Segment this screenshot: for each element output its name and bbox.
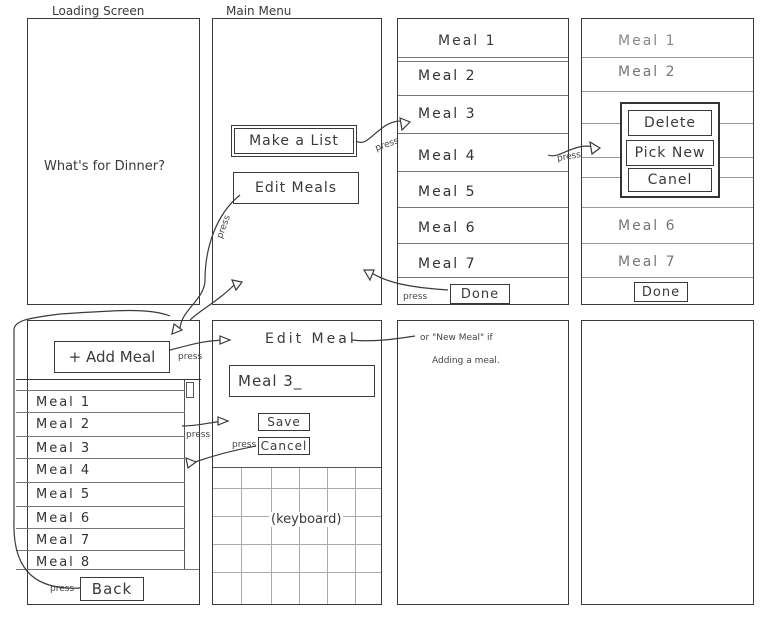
new-meal-note: or "New Meal" if <box>420 333 493 343</box>
keyboard-row-line <box>213 488 381 489</box>
done-button[interactable]: Done <box>634 282 688 302</box>
list-item[interactable]: Meal 5 <box>398 171 568 208</box>
keyboard-col-line <box>241 468 242 604</box>
press-label: press <box>232 440 257 450</box>
list-divider <box>582 91 753 92</box>
keyboard-row-line <box>213 544 381 545</box>
keyboard-row-line <box>213 572 381 573</box>
list-item[interactable]: Meal 5 <box>16 482 185 507</box>
keyboard-col-line <box>271 468 272 604</box>
list-item: Meal 1 <box>618 33 677 49</box>
options-popup: Delete Pick New Canel <box>620 102 720 198</box>
list-item: Meal 7 <box>582 243 753 278</box>
list-item[interactable]: Meal 7 <box>16 528 185 551</box>
edit-meal-screen: Edit Meal Meal 3_ Save Cancel (keyboard) <box>212 320 382 605</box>
list-item: Meal 6 <box>582 207 753 244</box>
cancel-button[interactable]: Cancel <box>258 437 310 455</box>
list-item[interactable]: Meal 1 <box>438 33 497 49</box>
press-label: press <box>403 292 428 302</box>
meal-options-screen: Meal 1 Meal 2 Meal 6 Meal 7 Delete Pick … <box>581 18 754 305</box>
list-item[interactable]: Meal 7 <box>398 243 568 278</box>
meal-scroll-list[interactable]: Meal 1 Meal 2 Meal 3 Meal 4 Meal 5 Meal … <box>16 379 201 570</box>
keyboard-col-line <box>327 468 328 604</box>
meal-list-screen: Meal 1 Meal 2 Meal 3 Meal 4 Meal 5 Meal … <box>397 18 569 305</box>
keyboard-col-line <box>299 468 300 604</box>
keyboard-label: (keyboard) <box>269 512 344 527</box>
list-divider <box>398 61 568 62</box>
edit-meals-button[interactable]: Edit Meals <box>233 172 359 204</box>
press-label: press <box>186 430 211 440</box>
save-button[interactable]: Save <box>258 413 310 431</box>
list-divider <box>582 277 753 278</box>
keyboard-col-line <box>355 468 356 604</box>
scrollbar[interactable] <box>184 380 195 570</box>
empty-screen-8 <box>581 320 754 605</box>
scrollbar-thumb[interactable] <box>186 382 194 398</box>
press-label: press <box>50 584 75 594</box>
meal-name-field[interactable]: Meal 3_ <box>229 365 375 397</box>
list-item[interactable]: Meal 8 <box>16 550 185 571</box>
list-item[interactable]: Meal 3 <box>398 95 568 134</box>
list-item[interactable]: Meal 1 <box>16 390 185 413</box>
page-title: Edit Meal <box>265 331 357 347</box>
cancel-button[interactable]: Canel <box>628 168 712 192</box>
keyboard[interactable]: (keyboard) <box>213 467 381 604</box>
list-item[interactable]: Meal 2 <box>16 412 185 437</box>
add-meal-button[interactable]: + Add Meal <box>54 341 170 373</box>
main-menu-screen: Make a List Edit Meals <box>212 18 382 305</box>
list-divider <box>398 277 568 278</box>
list-item[interactable]: Meal 6 <box>398 207 568 244</box>
edit-meals-screen: + Add Meal Meal 1 Meal 2 Meal 3 Meal 4 M… <box>16 320 201 605</box>
list-item[interactable]: Meal 4 <box>16 458 185 483</box>
back-button[interactable]: Back <box>80 577 144 601</box>
list-divider <box>16 569 199 570</box>
empty-screen-7 <box>397 320 569 605</box>
press-label: press <box>178 352 203 362</box>
delete-button[interactable]: Delete <box>628 110 712 136</box>
main-menu-title: Main Menu <box>226 4 292 18</box>
new-meal-note: Adding a meal. <box>432 356 500 366</box>
done-button[interactable]: Done <box>450 284 510 304</box>
loading-screen-title: Loading Screen <box>52 4 145 18</box>
list-item[interactable]: Meal 3 <box>16 436 185 459</box>
app-title: What's for Dinner? <box>44 159 165 174</box>
loading-screen: What's for Dinner? <box>27 18 200 305</box>
list-item: Meal 2 <box>582 57 753 92</box>
pick-new-button[interactable]: Pick New <box>626 140 714 166</box>
list-item[interactable]: Meal 2 <box>398 57 568 96</box>
list-item[interactable]: Meal 6 <box>16 506 185 529</box>
list-item[interactable]: Meal 4 <box>398 133 568 172</box>
make-list-button[interactable]: Make a List <box>231 125 357 157</box>
